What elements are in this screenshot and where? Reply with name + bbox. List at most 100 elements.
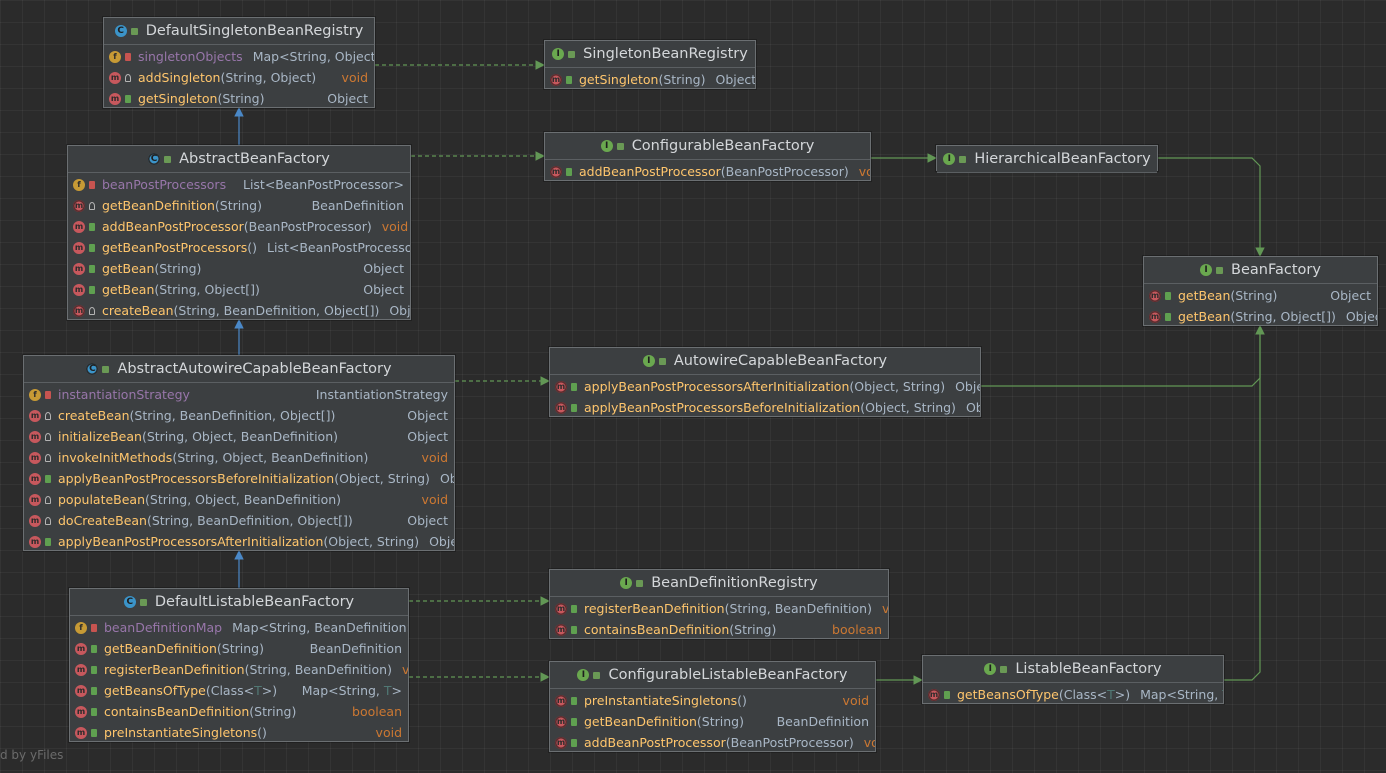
method-icon: m bbox=[109, 71, 121, 84]
public-visibility-icon bbox=[566, 167, 572, 176]
public-visibility-icon bbox=[571, 403, 577, 412]
method-icon: m bbox=[555, 694, 567, 707]
field-icon: f bbox=[109, 50, 121, 63]
private-visibility-icon bbox=[91, 623, 97, 632]
member-type: void bbox=[375, 725, 402, 740]
public-visibility-icon bbox=[571, 696, 577, 705]
member-type: boolean bbox=[832, 622, 882, 637]
protected-visibility-icon bbox=[45, 411, 51, 420]
member-type: Object bbox=[363, 282, 404, 297]
abstract-class-icon: C bbox=[86, 363, 99, 375]
public-visibility-icon bbox=[593, 671, 601, 679]
member-type: Object bbox=[389, 303, 410, 318]
public-visibility-icon bbox=[571, 625, 577, 634]
member-params: (BeanPostProcessor) bbox=[725, 735, 854, 750]
method-icon: m bbox=[29, 514, 41, 527]
member-type: List<BeanPostProcessor> bbox=[267, 240, 410, 255]
protected-visibility-icon bbox=[125, 73, 131, 82]
member-type: Map<String, Object> bbox=[252, 49, 374, 64]
member-params: (BeanPostProcessor) bbox=[720, 164, 849, 179]
member-type: Object bbox=[715, 72, 756, 87]
member-type: Object bbox=[965, 400, 980, 415]
member-name: containsBeanDefinition bbox=[584, 622, 730, 637]
member-params: (String, Object, BeanDefinition) bbox=[141, 429, 338, 444]
interface-icon: I bbox=[943, 153, 956, 165]
node-title: AutowireCapableBeanFactory bbox=[673, 353, 888, 369]
private-visibility-icon bbox=[45, 390, 51, 399]
public-visibility-icon bbox=[944, 690, 950, 699]
method-icon: m bbox=[73, 220, 85, 233]
method-icon: m bbox=[75, 684, 87, 697]
member-type: Map<String, T> bbox=[301, 683, 402, 698]
method-icon: m bbox=[550, 165, 562, 178]
member-name: getBeansOfType bbox=[957, 687, 1059, 702]
method-icon: m bbox=[550, 73, 562, 86]
public-visibility-icon bbox=[125, 94, 131, 103]
member-params: (BeanPostProcessor) bbox=[243, 219, 372, 234]
member-type: void bbox=[401, 662, 408, 677]
member-name: applyBeanPostProcessorsAfterInitializati… bbox=[58, 534, 324, 549]
